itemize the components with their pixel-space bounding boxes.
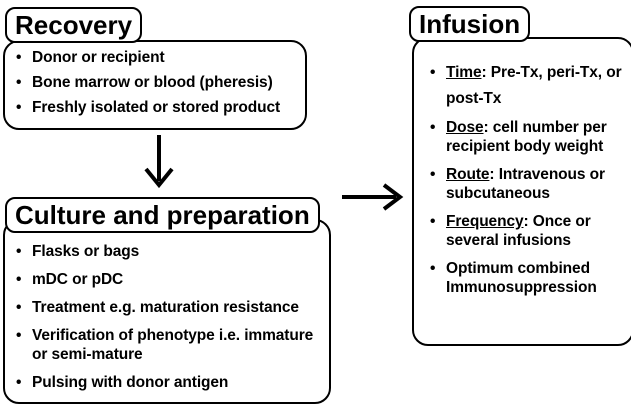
right-arrow [342, 183, 404, 211]
infusion-item-time: Time: Pre-Tx, peri-Tx, or post-Tx [428, 60, 628, 112]
infusion-item-frequency: Frequency: Once or several infusions [428, 212, 628, 250]
culture-item: Pulsing with donor antigen [14, 373, 329, 392]
recovery-list: Donor or recipient Bone marrow or blood … [14, 48, 304, 123]
recovery-item: Donor or recipient [14, 48, 304, 67]
infusion-title: Infusion [409, 6, 531, 42]
infusion-text: : Once or several infusions [446, 213, 591, 249]
infusion-item-route: Route: Intravenous or subcutaneous [428, 165, 628, 203]
culture-title: Culture and preparation [5, 197, 320, 233]
down-arrow [144, 135, 174, 189]
infusion-text: : Intravenous or subcutaneous [446, 166, 605, 202]
infusion-key: Time [446, 64, 482, 81]
recovery-title: Recovery [5, 7, 143, 43]
infusion-list: Time: Pre-Tx, peri-Tx, or post-Tx Dose: … [428, 60, 628, 306]
infusion-text: : Pre-Tx, peri-Tx, or post-Tx [446, 64, 622, 107]
culture-item: Treatment e.g. maturation resistance [14, 298, 329, 317]
infusion-key: Frequency [446, 213, 524, 230]
culture-item: Verification of phenotype i.e. immature … [14, 326, 329, 364]
recovery-item: Bone marrow or blood (pheresis) [14, 73, 304, 92]
infusion-text: : cell number per recipient body weight [446, 119, 607, 155]
culture-list: Flasks or bags mDC or pDC Treatment e.g.… [14, 242, 329, 401]
infusion-text: Optimum combined Immunosuppression [446, 260, 597, 296]
infusion-item-dose: Dose: cell number per recipient body wei… [428, 118, 628, 156]
infusion-item-immunosuppression: Optimum combined Immunosuppression [428, 259, 628, 297]
recovery-item: Freshly isolated or stored product [14, 98, 304, 117]
culture-item: mDC or pDC [14, 270, 329, 289]
infusion-key: Route [446, 166, 490, 183]
culture-item: Flasks or bags [14, 242, 329, 261]
infusion-key: Dose [446, 119, 484, 136]
